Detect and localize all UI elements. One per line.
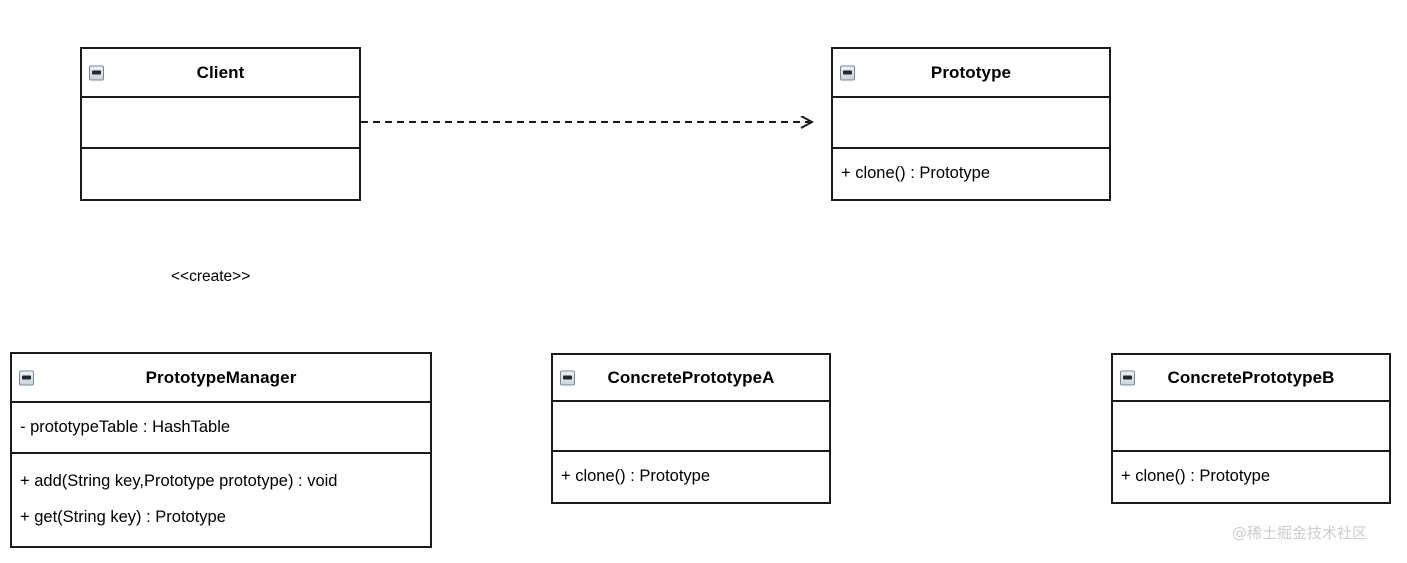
class-title-section-concreteprototypea: ConcretePrototypeA (553, 355, 829, 400)
class-methods-section-concreteprototypeb: + clone() : Prototype (1113, 450, 1389, 502)
method-row: + add(String key,Prototype prototype) : … (20, 472, 338, 491)
class-title-section-prototypemanager: PrototypeManager (12, 354, 430, 401)
class-attributes-section-concreteprototypeb (1113, 400, 1389, 450)
method-row: + clone() : Prototype (1121, 467, 1271, 486)
class-name-prototypemanager: PrototypeManager (145, 367, 297, 387)
class-title-section-concreteprototypeb: ConcretePrototypeB (1113, 355, 1389, 400)
class-attributes-section-concreteprototypea (553, 400, 829, 450)
method-row: + clone() : Prototype (561, 467, 711, 486)
minus-square-icon[interactable] (19, 370, 34, 385)
minus-square-icon[interactable] (1120, 370, 1135, 385)
class-box-concreteprototypeb[interactable]: ConcretePrototypeB + clone() : Prototype (1111, 353, 1391, 504)
attribute-row: - prototypeTable : HashTable (20, 417, 231, 436)
class-methods-section-client (82, 147, 359, 199)
method-row: + clone() : Prototype (841, 164, 991, 183)
minus-square-icon[interactable] (840, 65, 855, 80)
class-box-concreteprototypea[interactable]: ConcretePrototypeA + clone() : Prototype (551, 353, 831, 504)
class-attributes-section-prototype (833, 96, 1109, 147)
method-row: + get(String key) : Prototype (20, 508, 226, 526)
class-attributes-section-client (82, 96, 359, 147)
class-box-prototypemanager[interactable]: PrototypeManager - prototypeTable : Hash… (10, 352, 432, 548)
watermark: @稀土掘金技术社区 (1232, 524, 1368, 542)
edge-label-create: <<create>> (168, 268, 254, 286)
class-methods-section-concreteprototypea: + clone() : Prototype (553, 450, 829, 502)
class-attributes-section-prototypemanager: - prototypeTable : HashTable (12, 401, 430, 452)
class-box-client[interactable]: Client (80, 47, 361, 201)
class-title-section-prototype: Prototype (833, 49, 1109, 96)
class-name-concreteprototypea: ConcretePrototypeA (607, 367, 775, 387)
class-name-client: Client (196, 62, 245, 82)
class-box-prototype[interactable]: Prototype + clone() : Prototype (831, 47, 1111, 201)
minus-square-icon[interactable] (560, 370, 575, 385)
class-name-concreteprototypeb: ConcretePrototypeB (1167, 367, 1335, 387)
minus-square-icon[interactable] (89, 65, 104, 80)
class-name-prototype: Prototype (930, 62, 1012, 82)
class-title-section-client: Client (82, 49, 359, 96)
class-methods-section-prototypemanager: + add(String key,Prototype prototype) : … (12, 452, 430, 546)
class-methods-section-prototype: + clone() : Prototype (833, 147, 1109, 199)
